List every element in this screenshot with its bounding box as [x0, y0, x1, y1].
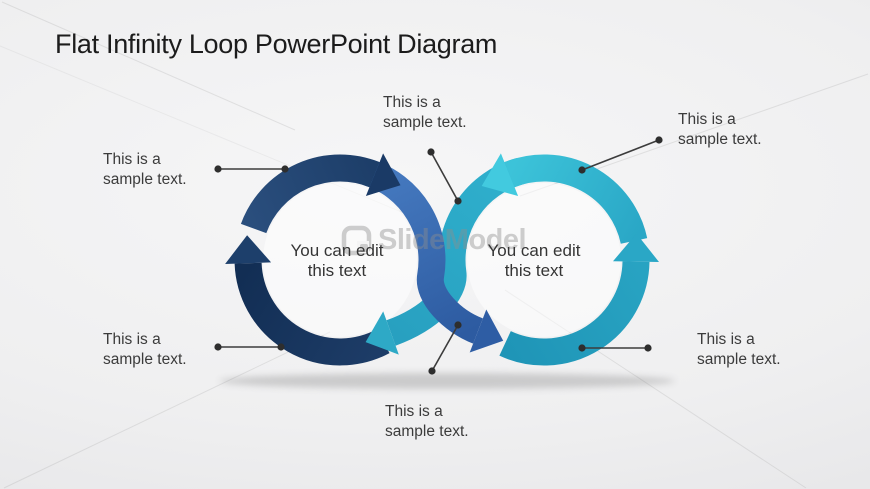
right-loop-top-arc: [504, 154, 648, 245]
callout-top-center: This is a sample text.: [383, 93, 467, 132]
callout-line: sample text.: [103, 350, 187, 368]
right-circle-text: You can edit this text: [459, 241, 609, 280]
callout-line: This is a: [103, 331, 161, 348]
callout-leader-lines: [218, 139, 660, 372]
callout-line: This is a: [678, 111, 736, 128]
right-circle-interior: [467, 183, 621, 337]
teal-crossing-arrowhead: [365, 311, 399, 355]
blue-crossing-arrowhead: [469, 309, 504, 353]
right-circle-text-line2: this text: [504, 260, 564, 280]
right-circle-text-line1: You can edit: [487, 241, 581, 260]
left-loop-top-arc: [240, 154, 380, 234]
right-loop-up-arrowhead: [613, 233, 659, 262]
left-circle-text-line2: this text: [307, 260, 367, 280]
callout-line: sample text.: [383, 113, 467, 131]
callout-line: This is a: [103, 151, 161, 168]
right-loop-left-arrowhead: [481, 153, 519, 196]
left-loop-bottom-arc: [234, 262, 390, 366]
slide-title: Flat Infinity Loop PowerPoint Diagram: [55, 29, 498, 59]
right-loop-bottom-arc: [499, 260, 650, 366]
left-loop-right-arrowhead: [365, 153, 401, 196]
loop-shadow: [219, 373, 675, 389]
left-loop-up-arrowhead: [225, 235, 272, 264]
left-circle-text: You can edit this text: [262, 241, 412, 280]
blue-crossing-band: [363, 159, 484, 344]
callout-line: This is a: [383, 94, 441, 111]
callout-bottom-center: This is a sample text.: [385, 402, 469, 441]
infinity-loop-arrows: [225, 153, 659, 366]
left-circle-text-line1: You can edit: [290, 241, 384, 260]
callout-left-top: This is a sample text.: [103, 150, 187, 189]
callout-line: sample text.: [385, 422, 469, 440]
callout-top-right: This is a sample text.: [678, 110, 762, 149]
left-circle-interior: [263, 183, 417, 337]
callout-line: sample text.: [103, 170, 187, 188]
callout-line: sample text.: [697, 350, 781, 368]
callout-right-bottom: This is a sample text.: [697, 330, 781, 369]
callout-line: This is a: [385, 403, 443, 420]
callout-line: This is a: [697, 331, 755, 348]
callout-line: sample text.: [678, 130, 762, 148]
callout-left-bottom: This is a sample text.: [103, 330, 187, 369]
callout-leader-dots: [214, 136, 663, 375]
